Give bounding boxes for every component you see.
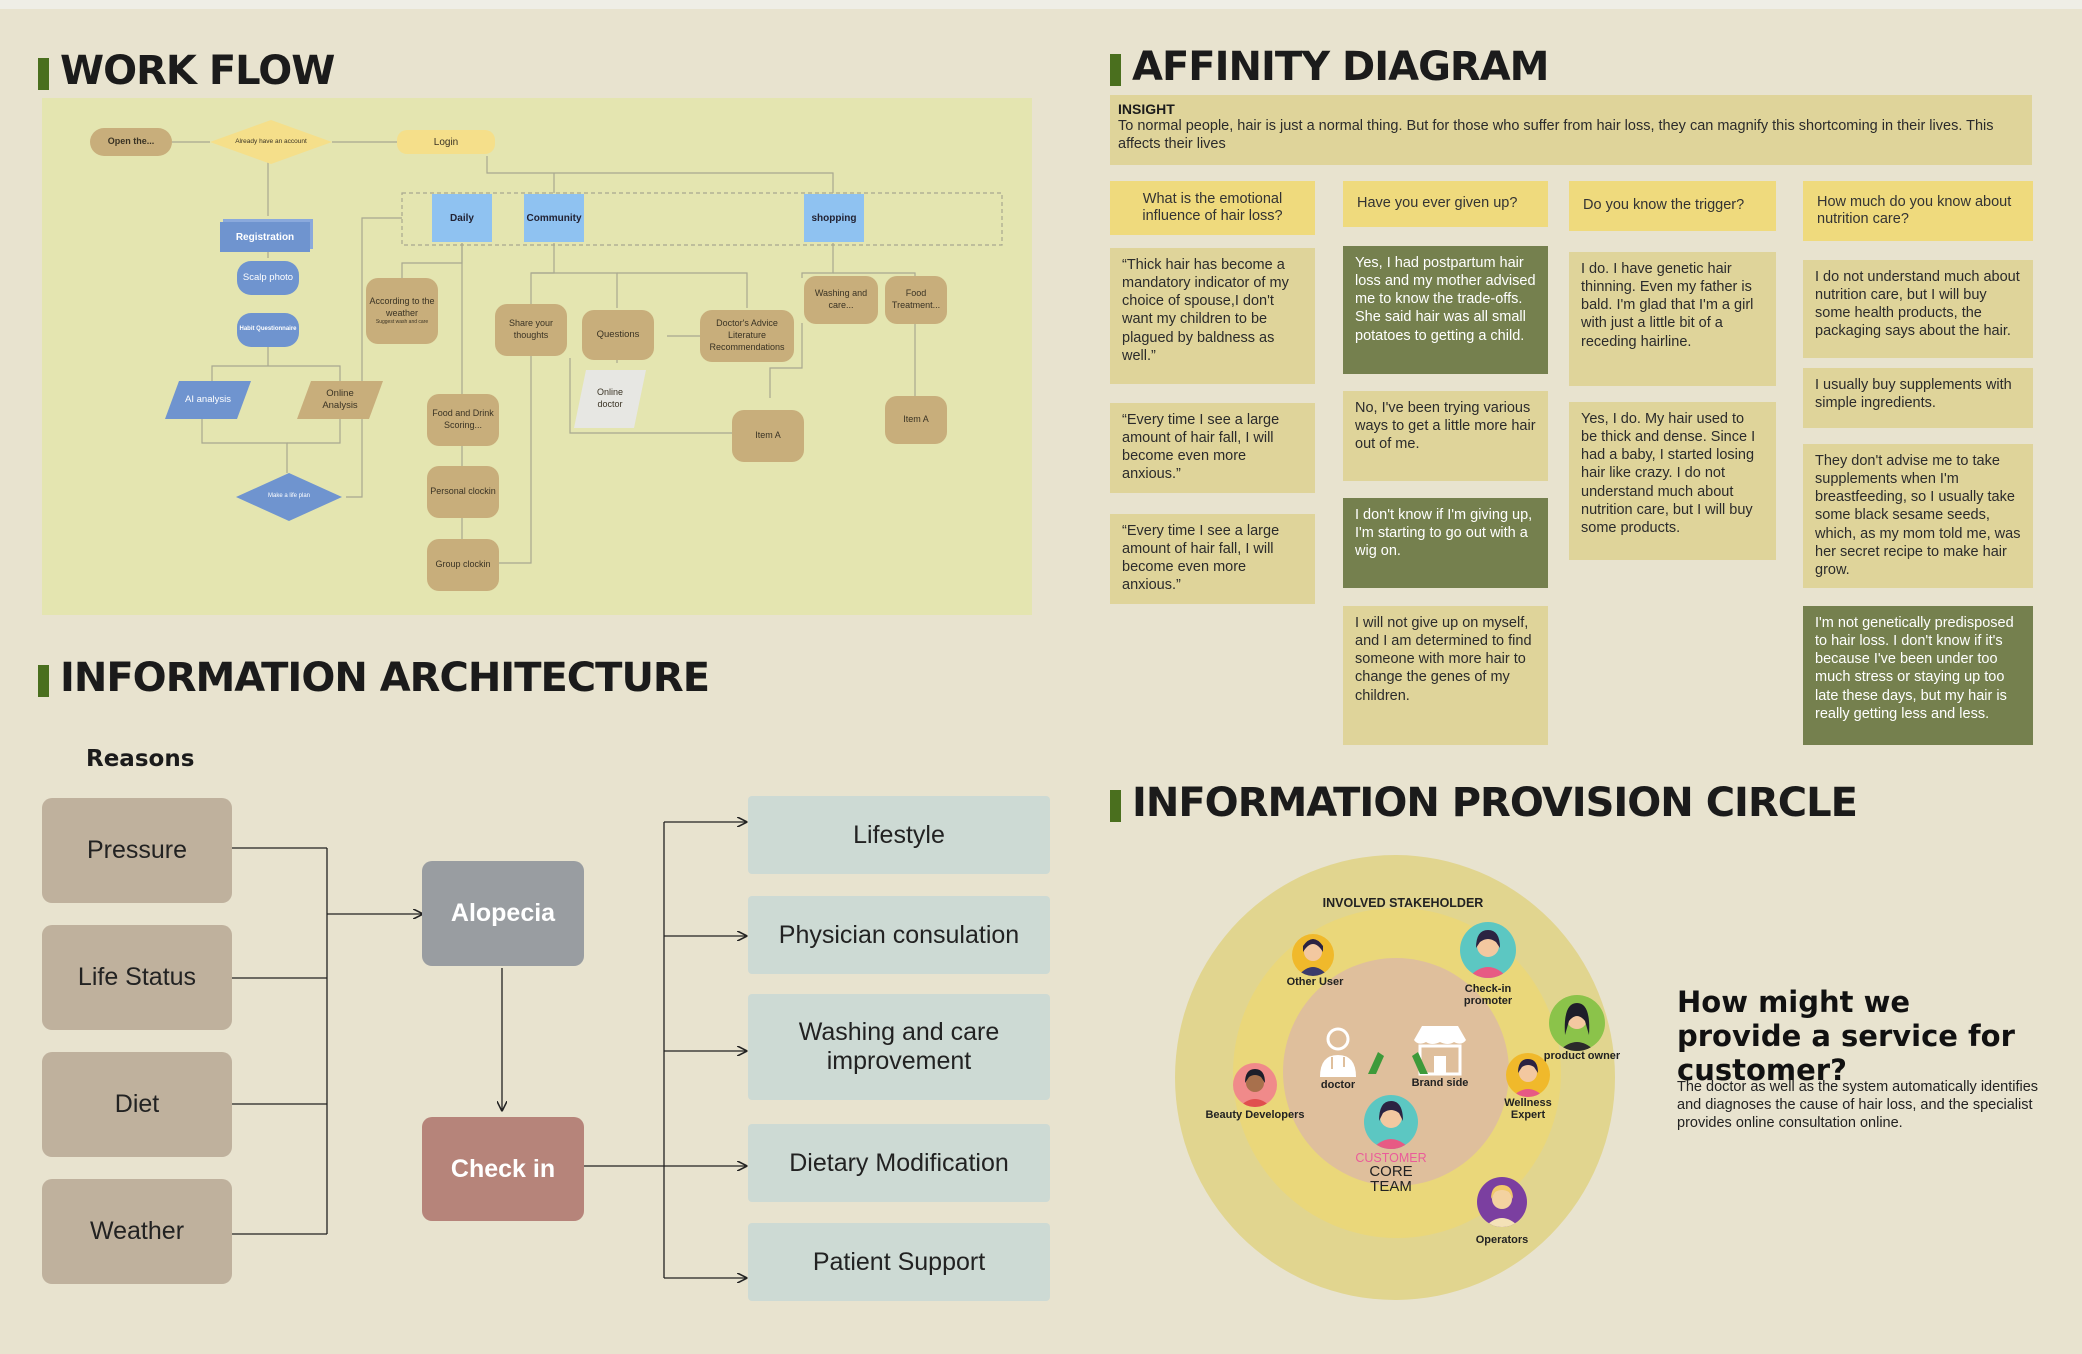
section-marker <box>1110 54 1121 86</box>
operators-label: Operators <box>1475 1234 1529 1246</box>
wellness-expert-label: Wellness Expert <box>1504 1097 1552 1121</box>
tab-community: Community <box>524 194 584 242</box>
wf-online-analysis-label: Online Analysis <box>322 387 358 411</box>
operators-avatar <box>1477 1177 1527 1227</box>
info-arch-connectors <box>232 0 1060 1354</box>
hmw-text: The doctor as well as the system automat… <box>1677 1079 2039 1132</box>
wf-open-node: Open the... <box>90 128 172 156</box>
reason-pressure: Pressure <box>42 798 232 903</box>
beauty-developers-label: Beauty Developers <box>1205 1109 1305 1121</box>
wf-online-doctor-label: Online doctor <box>596 387 623 409</box>
affinity-card: “Every time I see a large amount of hair… <box>1110 514 1315 604</box>
affinity-question-3: Do you know the trigger? <box>1569 181 1776 231</box>
doctor-icon <box>1316 1025 1360 1077</box>
wf-online-doctor-node: Online doctor <box>574 370 646 428</box>
wf-already-label: Already have an account <box>235 137 307 145</box>
wf-ai-node: AI analysis <box>165 381 251 419</box>
hmw-title: How might we provide a service for custo… <box>1677 985 2015 1088</box>
tab-shopping: shopping <box>804 194 864 242</box>
output-physician-consultation: Physician consulation <box>748 896 1050 974</box>
wf-questions-node: Questions <box>582 310 654 360</box>
doctor-label: doctor <box>1320 1079 1356 1091</box>
affinity-card: I do not understand much about nutrition… <box>1803 260 2033 358</box>
other-user-label: Other User <box>1286 976 1344 988</box>
affinity-card: “Thick hair has become a mandatory indic… <box>1110 248 1315 384</box>
wf-personal-node: Personal clockin <box>427 466 499 518</box>
affinity-card: Yes, I do. My hair used to be thick and … <box>1569 402 1776 560</box>
wf-habit-node: Habit Questionnaire <box>237 313 299 347</box>
section-marker <box>38 665 49 697</box>
affinity-question-4: How much do you know about nutrition car… <box>1803 181 2033 241</box>
workflow-panel: Open the... Already have an account Logi… <box>42 98 1032 615</box>
affinity-question-2: Have you ever given up? <box>1343 181 1548 227</box>
affinity-card: I don't know if I'm giving up, I'm start… <box>1343 498 1548 588</box>
output-lifestyle: Lifestyle <box>748 796 1050 874</box>
output-washing-care: Washing and care improvement <box>748 994 1050 1100</box>
wf-weather-sub: Suggest wash and care <box>375 319 429 326</box>
insight-text: To normal people, hair is just a normal … <box>1118 118 1994 153</box>
insight-label: INSIGHT <box>1118 101 1175 117</box>
wf-food-drink-node: Food and Drink Scoring... <box>427 394 499 446</box>
affinity-card: They don't advise me to take supplements… <box>1803 444 2033 588</box>
product-owner-label: product owner <box>1543 1050 1621 1062</box>
core-team-label: CORE TEAM <box>1369 1163 1413 1195</box>
output-dietary-modification: Dietary Modification <box>748 1124 1050 1202</box>
hands-icon <box>1364 1048 1432 1074</box>
top-strip <box>0 0 2082 9</box>
affinity-question-1: What is the emotional influence of hair … <box>1110 181 1315 235</box>
product-owner-avatar <box>1549 995 1605 1051</box>
affinity-card: No, I've been trying various ways to get… <box>1343 391 1548 481</box>
checkin-node: Check in <box>422 1117 584 1221</box>
beauty-developers-avatar <box>1233 1063 1277 1107</box>
wf-online-analysis-node: Online Analysis <box>297 381 383 419</box>
wf-registration-node: Registration <box>220 222 310 252</box>
alopecia-node: Alopecia <box>422 861 584 966</box>
reasons-title: Reasons <box>86 746 195 772</box>
wf-ai-label: AI analysis <box>185 393 231 405</box>
stakeholder-label: INVOLVED STAKEHOLDER <box>1322 896 1484 910</box>
wf-food-treat-node: Food Treatment... <box>885 276 947 324</box>
affinity-title: AFFINITY DIAGRAM <box>1132 44 1549 90</box>
section-marker <box>38 58 49 90</box>
workflow-title: WORK FLOW <box>60 48 335 94</box>
wf-item-a1-node: Item A <box>732 410 804 462</box>
wf-doctor-advice-node: Doctor's Advice Literature Recommendatio… <box>700 310 794 362</box>
wf-share-node: Share your thoughts <box>495 304 567 356</box>
wf-washing-node: Washing and care... <box>804 276 878 324</box>
wf-weather-label: According to the weather <box>369 296 435 318</box>
wellness-expert-avatar <box>1506 1053 1550 1097</box>
affinity-card: I'm not genetically predisposed to hair … <box>1803 606 2033 745</box>
wf-plan-label: Make a life plan <box>267 493 311 500</box>
wf-login-node: Login <box>397 130 495 154</box>
wf-group-node: Group clockin <box>427 539 499 591</box>
affinity-card: I do. I have genetic hair thinning. Even… <box>1569 252 1776 386</box>
affinity-card: Yes, I had postpartum hair loss and my m… <box>1343 246 1548 374</box>
reason-weather: Weather <box>42 1179 232 1284</box>
checkin-promoter-label: Check-in promoter <box>1463 983 1513 1007</box>
customer-avatar <box>1364 1095 1418 1149</box>
customer-label: CUSTOMER <box>1355 1151 1427 1165</box>
wf-weather-node: According to the weather Suggest wash an… <box>366 278 438 344</box>
wf-already-decision: Already have an account <box>210 120 332 164</box>
other-user-avatar <box>1292 934 1334 976</box>
circle-title: INFORMATION PROVISION CIRCLE <box>1132 780 1858 826</box>
checkin-promoter-avatar <box>1460 922 1516 978</box>
wf-plan-decision: Make a life plan <box>236 473 342 521</box>
output-patient-support: Patient Support <box>748 1223 1050 1301</box>
reason-life-status: Life Status <box>42 925 232 1030</box>
section-marker <box>1110 790 1121 822</box>
brand-side-label: Brand side <box>1411 1077 1469 1089</box>
affinity-card: I usually buy supplements with simple in… <box>1803 368 2033 428</box>
wf-item-a2-node: Item A <box>885 396 947 444</box>
reason-diet: Diet <box>42 1052 232 1157</box>
affinity-card: “Every time I see a large amount of hair… <box>1110 403 1315 493</box>
tab-daily: Daily <box>432 194 492 242</box>
info-arch-title: INFORMATION ARCHITECTURE <box>60 655 710 701</box>
insight-box: INSIGHT To normal people, hair is just a… <box>1110 95 2032 165</box>
affinity-card: I will not give up on myself, and I am d… <box>1343 606 1548 745</box>
wf-scalp-node: Scalp photo <box>237 261 299 295</box>
